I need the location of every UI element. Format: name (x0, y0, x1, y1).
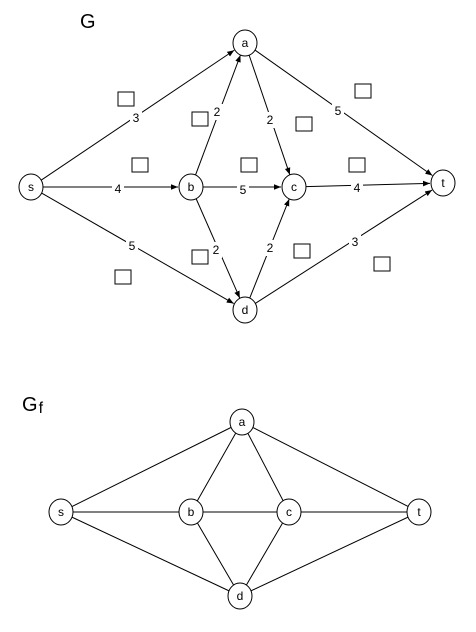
graph-g-title: G (80, 11, 96, 33)
flow-value-box (295, 116, 313, 132)
g-node-label-b: b (188, 180, 195, 194)
gf-edge-s-d (60, 511, 241, 597)
capacity-label-bg (112, 181, 124, 197)
gf-node-label-c: c (286, 505, 292, 519)
g-node-b (178, 173, 204, 201)
gf-node-t (406, 498, 432, 526)
flow-value-box (373, 256, 391, 272)
gf-node-b (178, 498, 204, 526)
graph-g-flow-boxes (114, 83, 391, 285)
capacity-label-b-c: 5 (240, 183, 247, 197)
graph-gf-title: Gf (22, 394, 43, 417)
capacity-label-s-b: 4 (115, 182, 122, 196)
capacity-label-d-c: 2 (267, 241, 274, 255)
flow-value-box (348, 157, 366, 173)
g-node-label-c: c (291, 180, 297, 194)
edge-d-t (254, 189, 433, 304)
graph-gf-title-main: G (22, 394, 38, 416)
flow-value-box (191, 249, 209, 265)
gf-node-label-s: s (58, 505, 64, 519)
capacity-label-a-c: 2 (267, 113, 274, 127)
capacity-label-b-d: 2 (213, 243, 220, 257)
capacity-label-a-t: 5 (335, 104, 342, 118)
capacity-label-bg (349, 234, 361, 250)
graph-gf-edges (60, 421, 420, 597)
capacity-label-bg (264, 240, 276, 256)
gf-edge-a-c (241, 421, 290, 513)
g-node-label-s: s (28, 180, 34, 194)
gf-node-c (276, 498, 302, 526)
flow-value-box (354, 83, 372, 99)
gf-node-label-d: d (237, 589, 244, 603)
gf-node-label-a: a (239, 415, 246, 429)
capacity-label-s-a: 3 (133, 111, 140, 125)
graph-g-capacity-labels: 3 4 5 2 2 5 5 2 2 4 3 (112, 103, 363, 258)
capacity-label-bg (351, 180, 363, 196)
capacity-label-bg (264, 112, 276, 128)
gf-edge-c-d (239, 511, 290, 597)
g-node-d (232, 296, 258, 324)
flow-value-box (114, 269, 132, 285)
graph-g-nodes: s a b c d t (18, 29, 456, 324)
capacity-label-bg (237, 182, 249, 198)
capacity-label-bg (126, 238, 138, 254)
capacity-label-bg (130, 110, 142, 126)
edge-c-t (305, 180, 431, 188)
flow-value-box (117, 91, 135, 107)
gf-node-label-b: b (188, 505, 195, 519)
gf-edge-a-t (241, 421, 420, 513)
g-node-label-a: a (242, 36, 249, 50)
graph-gf-title-subscript: f (38, 400, 44, 417)
flow-value-box (131, 157, 149, 173)
gf-node-s (48, 498, 74, 526)
flow-value-box (191, 111, 209, 127)
g-node-t (430, 169, 456, 197)
gf-node-d (227, 582, 253, 610)
capacity-label-bg (332, 103, 344, 119)
g-node-s (18, 173, 44, 201)
capacity-label-d-t: 3 (352, 235, 359, 249)
g-node-label-d: d (242, 303, 249, 317)
gf-edge-a-b (190, 421, 243, 513)
gf-node-label-t: t (417, 505, 421, 519)
capacity-label-bg (211, 104, 223, 120)
capacity-label-b-a: 2 (214, 105, 221, 119)
flow-value-box (293, 243, 311, 259)
capacity-label-s-d: 5 (129, 239, 136, 253)
capacity-label-c-t: 4 (354, 181, 361, 195)
graph-gf-nodes: s a b c d t (48, 408, 432, 610)
g-node-a (232, 29, 258, 57)
gf-edge-s-a (60, 421, 243, 513)
gf-edge-b-d (190, 511, 241, 597)
g-node-label-t: t (441, 176, 445, 190)
g-node-c (281, 173, 307, 201)
gf-node-a (229, 408, 255, 436)
gf-edge-d-t (239, 511, 420, 597)
flow-value-box (240, 157, 258, 173)
capacity-label-bg (210, 242, 222, 258)
